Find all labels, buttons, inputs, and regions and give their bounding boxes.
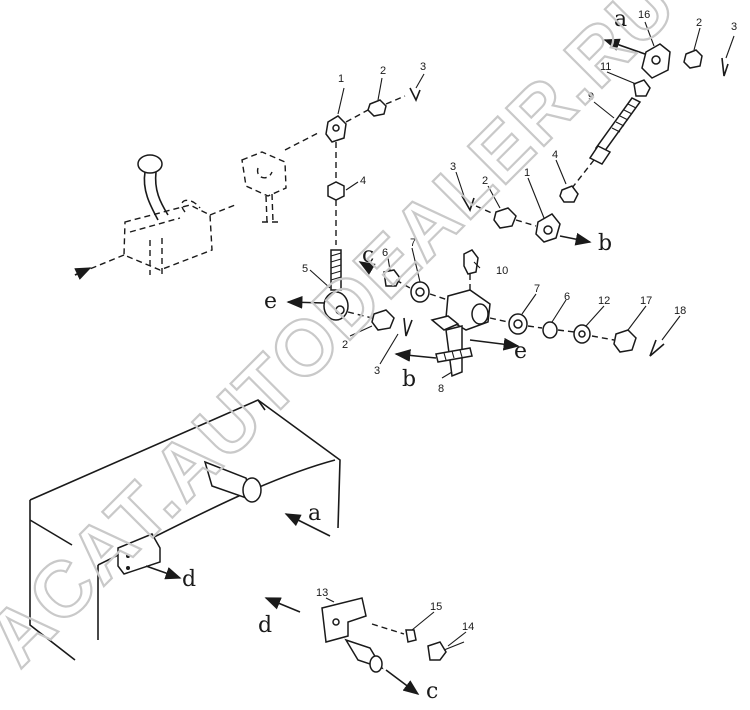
callout-14: 14 (462, 621, 474, 633)
letter-a-box: a (308, 501, 321, 526)
letter-d-box: d (182, 567, 196, 592)
callout-1a: 1 (338, 73, 344, 85)
callout-18: 18 (674, 305, 686, 317)
callout-7b: 7 (534, 283, 540, 295)
shift-lever-assembly (74, 154, 236, 280)
letter-d-bottom: d (258, 613, 272, 638)
callout-2c: 2 (482, 175, 488, 187)
callout-17: 17 (640, 295, 652, 307)
upper-control-rod (559, 38, 729, 203)
callout-9: 9 (588, 91, 594, 103)
letter-c-bottom: c (426, 679, 438, 704)
callout-2a: 2 (380, 65, 386, 77)
callout-1b: 1 (524, 167, 530, 179)
lever-bracket (241, 131, 321, 223)
callout-numbers: 1 2 3 4 16 2 3 11 9 4 3 2 1 6 7 10 5 2 3… (302, 9, 737, 633)
letter-b-right: b (598, 231, 612, 256)
reference-letters: a b c e b e a d d c (182, 7, 627, 704)
middle-clevis (461, 195, 592, 246)
clevis-rod-assembly (286, 115, 349, 321)
callout-3c: 3 (450, 161, 456, 173)
callout-16: 16 (638, 9, 650, 21)
letter-c-upper: c (362, 243, 374, 268)
letter-b-lower: b (402, 367, 416, 392)
callout-5: 5 (302, 263, 308, 275)
callout-12: 12 (598, 295, 610, 307)
right-hardware-stack (489, 313, 665, 357)
lower-left-nut-pin (347, 309, 413, 337)
bottom-bracket (264, 597, 465, 695)
leader-lines (309, 21, 735, 647)
callout-10: 10 (496, 265, 508, 277)
letter-e-right: e (514, 339, 527, 364)
watermark-text: ACAT.AUTODEALER.RU (0, 0, 694, 683)
callout-6b: 6 (564, 291, 570, 303)
letter-a-top: a (614, 7, 627, 32)
callout-7a: 7 (410, 237, 416, 249)
callout-3b: 3 (731, 21, 737, 33)
callout-2d: 2 (342, 339, 348, 351)
transmission-housing (29, 399, 341, 661)
callout-4: 4 (360, 175, 366, 187)
callout-15: 15 (430, 601, 442, 613)
callout-4b: 4 (552, 149, 558, 161)
callout-13: 13 (316, 587, 328, 599)
callout-3d: 3 (374, 365, 380, 377)
callout-2b: 2 (696, 17, 702, 29)
callout-11: 11 (600, 61, 611, 73)
callout-8: 8 (438, 383, 444, 395)
callout-6a: 6 (382, 247, 388, 259)
nut-and-split-pin-top (345, 87, 421, 123)
letter-e-left: e (264, 289, 277, 314)
callout-3a: 3 (420, 61, 426, 73)
